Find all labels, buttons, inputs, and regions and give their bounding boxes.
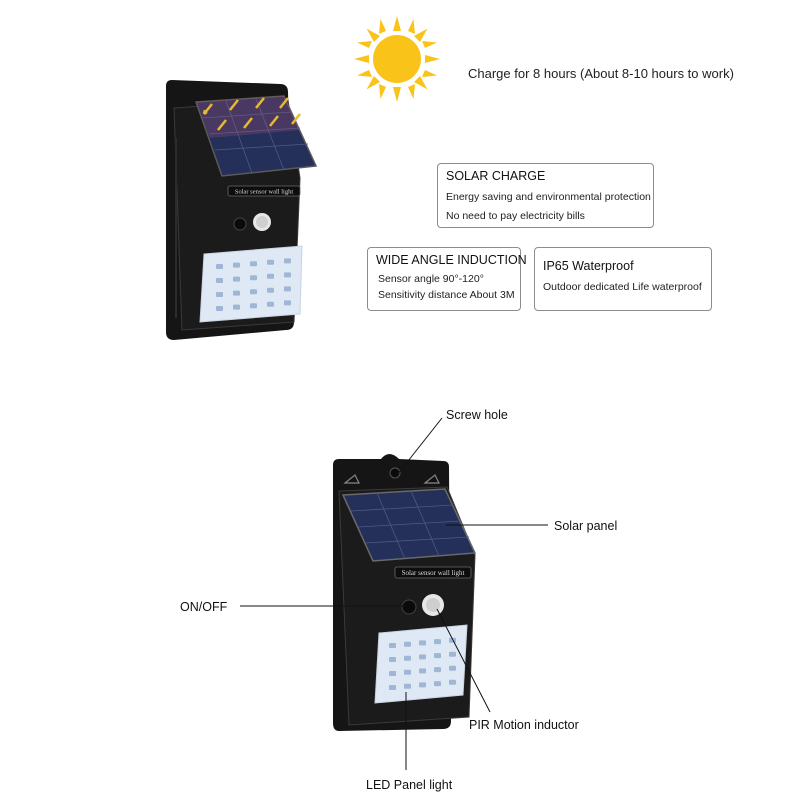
feature-box-waterproof: IP65 Waterproof Outdoor dedicated Life w…	[534, 247, 712, 311]
feature-line: Energy saving and environmental protecti…	[446, 191, 651, 203]
feature-line: No need to pay electricity bills	[446, 210, 585, 222]
led-chip	[233, 276, 240, 282]
charging-arrows-icon	[202, 97, 301, 131]
product-label-text: Solar sensor wall light	[235, 189, 294, 196]
feature-line: Sensitivity distance About 3M	[378, 289, 515, 301]
callout-pir-motion: PIR Motion inductor	[469, 718, 579, 732]
led-chip	[434, 639, 441, 645]
led-chip	[434, 653, 441, 659]
led-chip	[284, 300, 291, 306]
feature-box-solar-charge: SOLAR CHARGE Energy saving and environme…	[437, 163, 654, 228]
led-chip	[267, 287, 274, 293]
led-chip	[449, 679, 456, 685]
led-chip	[216, 264, 223, 269]
led-chip	[250, 289, 257, 295]
led-chip	[389, 643, 396, 648]
led-chip	[284, 258, 291, 264]
led-chip	[419, 640, 426, 646]
feature-title: WIDE ANGLE INDUCTION	[376, 253, 527, 267]
led-chip	[250, 261, 257, 267]
led-chip	[233, 262, 240, 268]
led-chip	[419, 682, 426, 688]
callout-screw-hole: Screw hole	[446, 408, 508, 422]
led-chip	[233, 304, 240, 310]
callout-led-panel: LED Panel light	[366, 778, 453, 792]
feature-box-wide-angle: WIDE ANGLE INDUCTION Sensor angle 90°-12…	[367, 247, 527, 311]
led-chip	[267, 301, 274, 307]
led-chip	[449, 651, 456, 657]
led-chip	[216, 292, 223, 297]
led-chip	[404, 683, 411, 689]
feature-line: Sensor angle 90°-120°	[378, 273, 484, 285]
led-chip	[449, 665, 456, 671]
sun-icon	[354, 16, 440, 102]
led-chip	[389, 657, 396, 662]
led-chip	[267, 259, 274, 265]
led-chip	[250, 275, 257, 281]
led-chip	[216, 278, 223, 283]
led-chip	[404, 655, 411, 661]
led-chip	[434, 681, 441, 687]
callout-on-off: ON/OFF	[180, 600, 228, 614]
product-label-text: Solar sensor wall light	[402, 569, 465, 577]
feature-title: IP65 Waterproof	[543, 259, 634, 273]
led-chip	[389, 685, 396, 690]
led-chip	[434, 667, 441, 673]
solar-light-product-bottom: Solar sensor wall light	[333, 454, 477, 731]
feature-title: SOLAR CHARGE	[446, 169, 546, 183]
led-chip	[250, 303, 257, 309]
led-chip	[419, 654, 426, 660]
led-chip	[284, 286, 291, 292]
led-chip	[216, 306, 223, 311]
led-chip	[389, 671, 396, 676]
led-chip	[404, 641, 411, 647]
callout-solar-panel: Solar panel	[554, 519, 618, 533]
led-chip	[284, 272, 291, 278]
charge-duration-text: Charge for 8 hours (About 8-10 hours to …	[468, 66, 734, 81]
led-chip	[267, 273, 274, 279]
led-chip	[449, 637, 456, 643]
led-chip	[419, 668, 426, 674]
led-chip	[404, 669, 411, 675]
led-chip	[233, 290, 240, 296]
solar-light-product-top: Solar sensor wall light	[166, 80, 318, 340]
feature-line: Outdoor dedicated Life waterproof	[543, 281, 702, 293]
